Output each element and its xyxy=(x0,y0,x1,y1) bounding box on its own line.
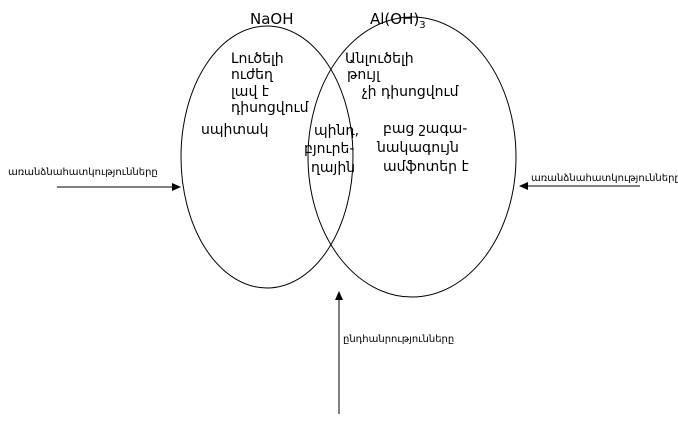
bottom-arrow-label: ընդհանրությունները xyxy=(343,334,455,345)
left-only-line-5: սպիտակ xyxy=(201,122,269,138)
right-only-line-2: թույլ xyxy=(347,67,380,83)
intersection-line-3: ղային xyxy=(311,160,356,176)
left-set-ellipse xyxy=(180,25,354,289)
left-only-line-3: լավ է xyxy=(231,84,269,100)
left-only-line-2: ուժեղ xyxy=(231,67,273,83)
right-only-line-5: նակագույն xyxy=(377,140,459,156)
right-set-ellipse xyxy=(307,16,517,298)
intersection-line-2: բյուրե- xyxy=(304,141,355,157)
right-only-line-6: ամֆոտեր է xyxy=(383,159,469,175)
right-arrow-label: առանձնահատկությունները xyxy=(531,173,678,184)
left-only-line-1: Լուծելի xyxy=(231,51,284,67)
left-set-title: NaOH xyxy=(250,10,294,28)
right-set-title-base: Al(OH) xyxy=(370,10,420,28)
right-set-title: Al(OH)3 xyxy=(370,12,426,31)
left-arrow-label: առանձնահատկությունները xyxy=(8,167,158,178)
right-only-line-4: բաց շագա- xyxy=(383,121,468,137)
left-only-line-4: դիսոցվում xyxy=(231,100,309,116)
right-only-line-3: չի դիսոցվում xyxy=(362,84,459,100)
intersection-line-1: պինդ, xyxy=(314,123,360,139)
right-only-line-1: Անլուծելի xyxy=(345,51,414,67)
right-set-title-subscript: 3 xyxy=(419,20,426,31)
